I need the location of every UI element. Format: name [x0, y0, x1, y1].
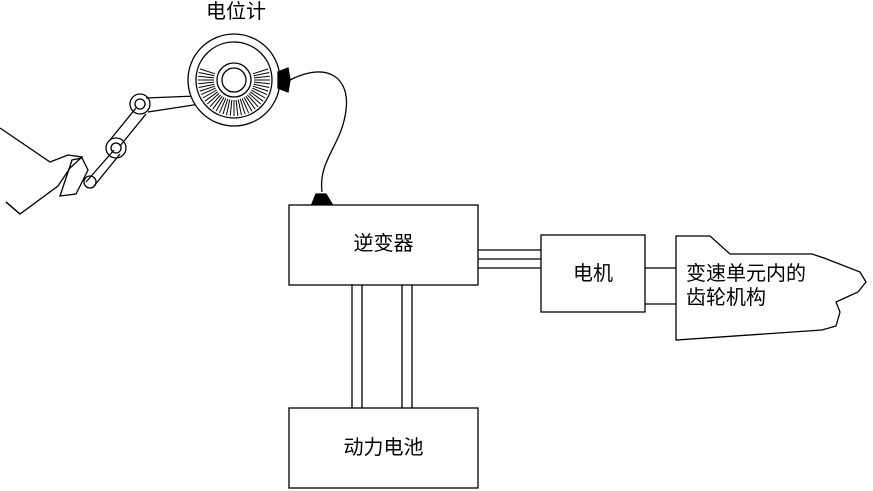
pedal-linkage	[83, 93, 201, 189]
inverter-motor-lines	[478, 249, 541, 269]
battery-label: 动力电池	[343, 435, 424, 459]
battery-box	[288, 407, 479, 489]
dial-tick	[247, 94, 259, 108]
dial-tick	[198, 83, 215, 88]
accelerator-pedal	[0, 127, 89, 215]
cable-connector	[311, 193, 334, 205]
dial-tick	[235, 99, 239, 116]
dial-tick	[204, 91, 219, 102]
dial-tick	[251, 89, 266, 99]
dial-tick	[198, 81, 215, 85]
dial-tick	[249, 91, 264, 102]
dial-tick	[237, 99, 242, 116]
dial-tick	[245, 95, 256, 110]
potentiometer	[187, 33, 291, 127]
dial-tick	[218, 98, 227, 114]
motor-gear-shafts	[645, 267, 676, 305]
dial-tick	[241, 98, 250, 114]
motor-box	[540, 234, 646, 313]
dial-tick	[252, 87, 268, 96]
dial-tick	[253, 75, 270, 79]
dial-tick	[229, 99, 233, 116]
dial-tick	[253, 83, 270, 88]
dial-tick	[202, 89, 217, 99]
motor-label: 电机	[573, 261, 613, 285]
dial-tick	[199, 85, 216, 92]
gear-label-line1: 变速单元内的	[686, 261, 806, 285]
inverter-label: 逆变器	[353, 231, 414, 255]
inverter-box	[288, 204, 479, 286]
dial-tick	[212, 95, 223, 110]
gear-mechanism-shape	[675, 235, 867, 341]
inverter-battery-lines	[351, 285, 413, 408]
dial-tick	[252, 85, 269, 92]
dial-tick	[243, 97, 253, 112]
dial-tick	[198, 75, 215, 79]
signal-cable	[289, 71, 348, 193]
dial-tick	[253, 81, 270, 85]
dial-tick	[252, 68, 269, 75]
dial-tick	[200, 87, 216, 96]
dial-tick	[253, 72, 270, 77]
potentiometer-label: 电位计	[206, 0, 266, 23]
dial-tick	[206, 93, 220, 105]
dial-tick	[199, 68, 216, 75]
dial-tick	[248, 93, 262, 105]
dial-tick	[226, 99, 231, 116]
gear-label-line2: 齿轮机构	[686, 285, 766, 309]
dial-tick	[215, 97, 225, 112]
dial-tick	[198, 72, 215, 77]
dial-tick	[222, 98, 229, 115]
dial-tick	[239, 98, 246, 115]
dial-tick	[209, 94, 221, 108]
